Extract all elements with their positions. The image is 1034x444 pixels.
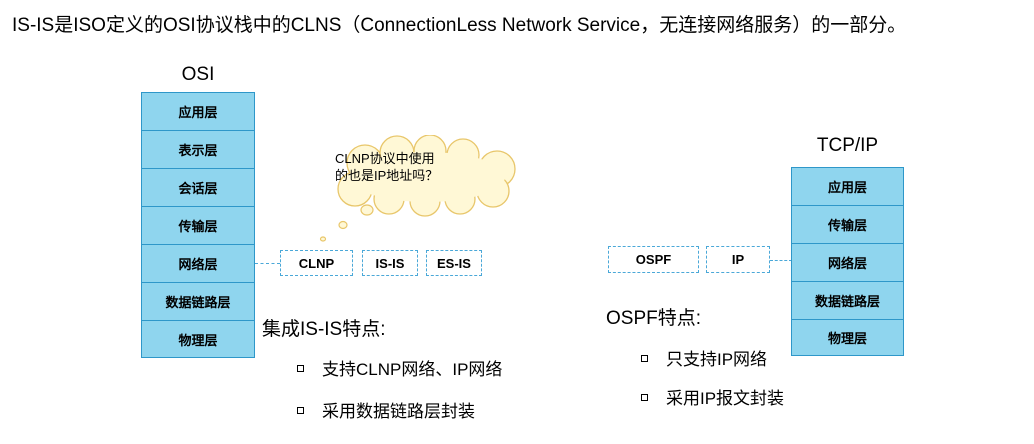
bullet-icon (641, 355, 648, 363)
protocol-ip: IP (706, 246, 770, 273)
thought-line-2: 的也是IP地址吗？ (335, 168, 439, 183)
osi-layer-datalink: 数据链路层 (141, 282, 255, 321)
ospf-features-title: OSPF特点: (606, 308, 702, 329)
osi-protocol-connector (255, 263, 280, 264)
thought-cloud-fill (349, 152, 505, 202)
tcpip-stack-title: TCP/IP (816, 135, 879, 156)
tcpip-layer-network: 网络层 (791, 243, 904, 282)
osi-layer-session: 会话层 (141, 168, 255, 207)
isis-feature-item-1: 支持CLNP网络、IP网络 (297, 355, 502, 380)
tcpip-layer-physical: 物理层 (791, 319, 904, 356)
osi-layer-transport: 传输层 (141, 206, 255, 245)
ospf-feature-text-2: 采用IP报文封装 (666, 389, 785, 408)
osi-layer-physical: 物理层 (141, 320, 255, 358)
osi-stack-title: OSI (181, 64, 215, 85)
tcpip-protocol-connector (770, 260, 792, 261)
isis-features-title: 集成IS-IS特点: (262, 319, 386, 340)
thought-line-1: CLNP协议中使用 (335, 151, 435, 166)
ospf-feature-text-1: 只支持IP网络 (666, 350, 768, 369)
osi-layer-presentation: 表示层 (141, 130, 255, 169)
thought-bubble (319, 135, 516, 242)
isis-feature-text-2: 采用数据链路层封装 (322, 402, 475, 421)
tcpip-layer-datalink: 数据链路层 (791, 281, 904, 320)
osi-layer-application: 应用层 (141, 92, 255, 131)
bullet-icon (297, 365, 304, 373)
protocol-clnp: CLNP (280, 250, 353, 276)
osi-layer-network: 网络层 (141, 244, 255, 283)
tcpip-layer-application: 应用层 (791, 167, 904, 206)
bullet-icon (297, 407, 304, 415)
thought-bubble-text: CLNP协议中使用 的也是IP地址吗？ (335, 150, 438, 184)
protocol-es-is: ES-IS (426, 250, 482, 276)
bullet-icon (641, 394, 648, 402)
protocol-is-is: IS-IS (362, 250, 418, 276)
ospf-feature-item-1: 只支持IP网络 (641, 345, 767, 370)
isis-feature-item-2: 采用数据链路层封装 (297, 397, 475, 422)
ospf-feature-item-2: 采用IP报文封装 (641, 384, 784, 409)
tcpip-layer-transport: 传输层 (791, 205, 904, 244)
isis-feature-text-1: 支持CLNP网络、IP网络 (322, 360, 503, 379)
page-title: IS-IS是ISO定义的OSI协议栈中的CLNS（ConnectionLess … (12, 15, 907, 36)
thought-trail-dots (319, 204, 374, 242)
protocol-ospf: OSPF (608, 246, 699, 273)
